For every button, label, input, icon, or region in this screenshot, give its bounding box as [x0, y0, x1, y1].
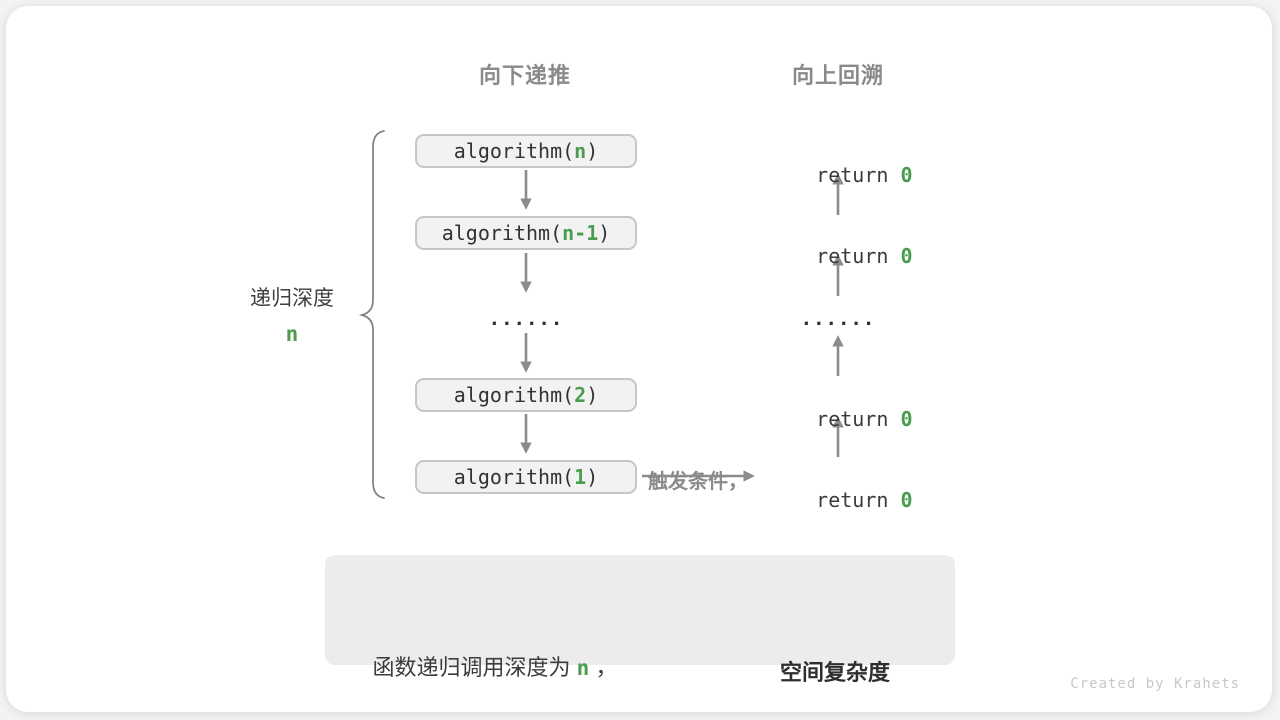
code-prefix: algorithm(	[441, 221, 563, 245]
return-value: 0	[900, 407, 913, 431]
call-box-n-1: algorithm(n-1)	[415, 216, 637, 250]
stack-ellipsis: ......	[488, 308, 564, 330]
code-prefix: algorithm(	[453, 139, 575, 163]
summary-l1-var: n	[576, 656, 590, 680]
call-box-2: algorithm(2)	[415, 378, 637, 412]
summary-panel	[325, 555, 955, 665]
summary-l1-punct: ，	[589, 655, 618, 680]
code-suffix: )	[598, 221, 611, 245]
return-keyword: return	[816, 488, 901, 512]
return-value: 0	[900, 163, 913, 187]
summary-statement: 函数递归调用深度为 n ， 共使用 O(n) 的栈帧空间	[340, 573, 650, 720]
code-arg: 2	[574, 383, 587, 407]
return-value: 0	[900, 488, 913, 512]
call-box-1: algorithm(1)	[415, 460, 637, 494]
return-statement-1: return 0	[768, 139, 912, 211]
call-box-n: algorithm(n)	[415, 134, 637, 168]
return-keyword: return	[816, 407, 901, 431]
code-suffix: )	[586, 383, 599, 407]
return-statement-3: return 0	[768, 383, 912, 455]
watermark: Created by Krahets	[1070, 676, 1240, 692]
code-arg: n-1	[562, 221, 599, 245]
header-downward-recursion: 向下递推	[478, 63, 571, 88]
return-statement-4: return 0	[768, 464, 912, 536]
summary-l1-text: 函数递归调用深度为	[372, 655, 577, 680]
code-suffix: )	[586, 465, 599, 489]
code-prefix: algorithm(	[453, 465, 575, 489]
code-arg: 1	[574, 465, 587, 489]
return-statement-2: return 0	[768, 220, 912, 292]
return-keyword: return	[816, 163, 901, 187]
code-arg: n	[574, 139, 587, 163]
complexity-result: 空间复杂度 线性阶 O(n)	[755, 573, 915, 720]
depth-label-text: 递归深度	[250, 287, 334, 310]
return-keyword: return	[816, 244, 901, 268]
depth-label: 递归深度 n	[232, 282, 352, 346]
summary-line1: 函数递归调用深度为 n ，	[340, 649, 650, 687]
depth-variable: n	[285, 322, 299, 346]
code-prefix: algorithm(	[453, 383, 575, 407]
complexity-title: 空间复杂度	[779, 660, 890, 685]
trigger-note-line1: 触发条件，	[648, 471, 748, 493]
code-suffix: )	[586, 139, 599, 163]
return-value: 0	[900, 244, 913, 268]
returns-ellipsis: ......	[800, 308, 876, 330]
header-upward-backtrack: 向上回溯	[791, 63, 884, 88]
